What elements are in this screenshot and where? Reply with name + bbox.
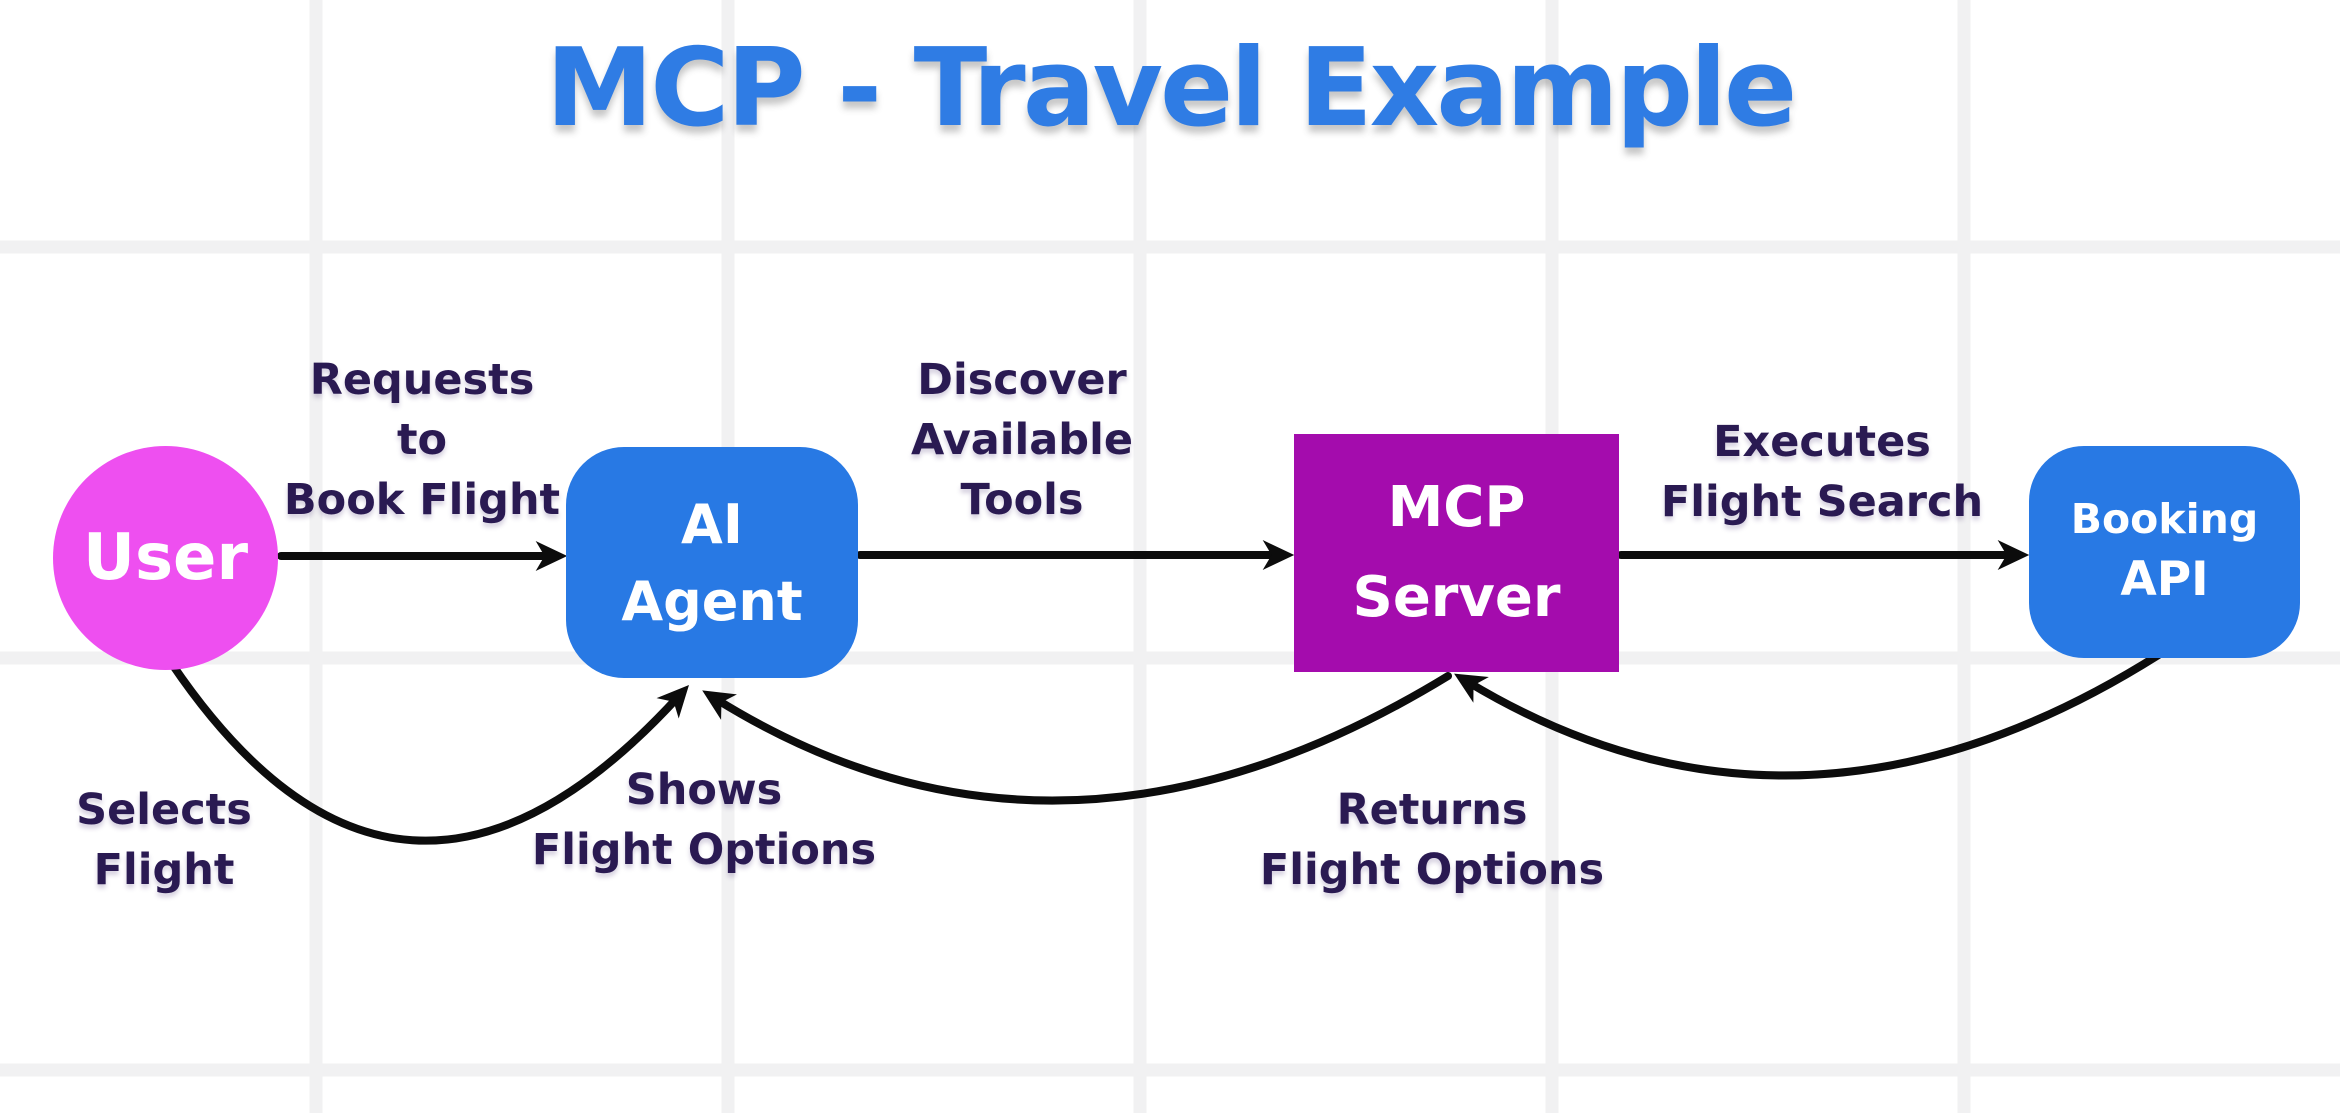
edge-label-executes-flight-search: Executes Flight Search [1661, 412, 1983, 532]
arrow-returns-flight-options-api-to-server [1454, 650, 2164, 780]
page-title: MCP - Travel Example [545, 26, 1798, 151]
node-ai-agent-line2: Agent [621, 569, 803, 633]
edge-label-line: Book Flight [283, 475, 561, 525]
edge-label-selects-flight: Selects Flight [76, 780, 252, 900]
edge-label-line: Shows [625, 765, 783, 815]
node-mcp-server-line2: Server [1352, 565, 1561, 630]
node-mcp-server-line1: MCP [1387, 475, 1526, 540]
node-user-label: User [82, 521, 249, 595]
arrow-selects-flight-user-to-agent [168, 660, 689, 845]
node-ai-agent-line1: AI [681, 492, 743, 556]
edge-label-line: to [396, 415, 448, 465]
node-mcp-server: MCP Server [1294, 434, 1619, 672]
edge-label-line: Discover [917, 355, 1127, 405]
edge-label-line: Requests [309, 355, 535, 405]
edge-label-line: Selects [76, 785, 252, 835]
edge-label-shows-flight-options: Shows Flight Options [532, 760, 876, 880]
node-booking-api-line2: API [2120, 552, 2209, 607]
arrows-layer [168, 539, 2164, 845]
node-booking-api: Booking API [2029, 446, 2300, 658]
edge-label-line: Executes [1713, 417, 1931, 467]
node-user: User [53, 446, 278, 670]
arrow-shows-flight-options-server-to-agent [702, 672, 1452, 805]
edge-label-line: Tools [960, 475, 1084, 525]
node-booking-api-line1: Booking [2070, 495, 2259, 543]
edge-label-line: Available [911, 415, 1133, 465]
edge-label-returns-flight-options: Returns Flight Options [1260, 780, 1604, 900]
edge-label-line: Flight Options [531, 825, 877, 875]
edge-label-discover-available-tools: Discover Available Tools [911, 350, 1133, 530]
edge-label-line: Flight Search [1660, 477, 1984, 527]
node-ai-agent: AI Agent [566, 447, 858, 678]
edge-label-line: Flight Options [1259, 845, 1605, 895]
edge-label-line: Returns [1336, 785, 1528, 835]
edge-label-line: Flight [93, 845, 235, 895]
edge-label-requests-to-book-flight: Requests to Book Flight [284, 350, 560, 530]
